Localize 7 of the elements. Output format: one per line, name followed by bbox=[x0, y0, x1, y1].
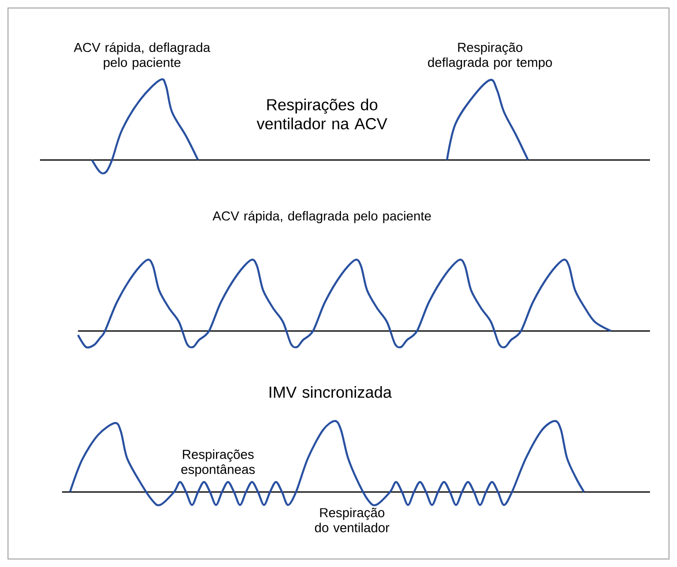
label: Respirações do ventilador na ACV bbox=[256, 98, 388, 130]
label: Respiração do ventilador bbox=[314, 508, 390, 532]
label: Respiração deflagrada por tempo bbox=[428, 42, 552, 70]
label: ACV rápida, deflagrada pelo paciente bbox=[212, 210, 431, 224]
label: ACV rápida, deflagrada pelo paciente bbox=[74, 42, 210, 70]
label: IMV sincronizada bbox=[270, 386, 392, 398]
label: Respirações espontâneas bbox=[181, 449, 255, 477]
